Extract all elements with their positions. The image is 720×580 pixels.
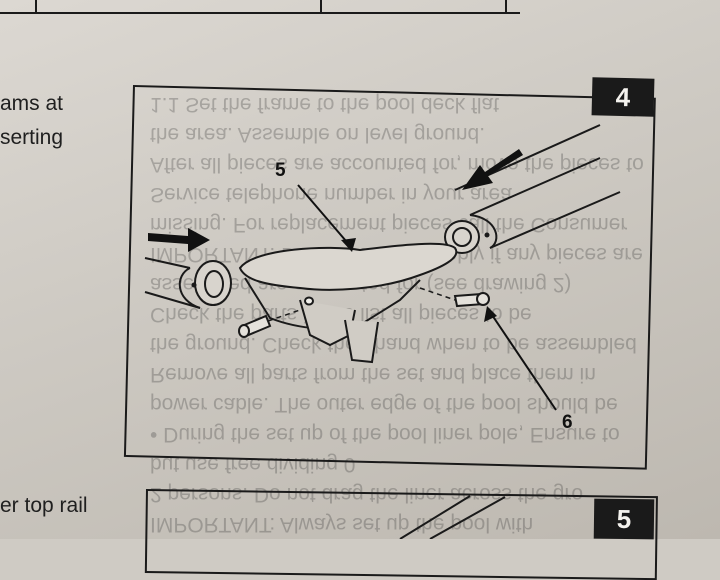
part-label-5: 5: [275, 160, 286, 181]
previous-figure-border: [0, 0, 520, 14]
side-text-line: ams at: [0, 92, 64, 115]
leader-arrowhead: [341, 238, 356, 252]
leader-arrowhead: [484, 306, 497, 322]
left-rail-drawing: [144, 257, 232, 309]
part-label-6: 6: [562, 412, 573, 433]
insertion-guides: [267, 287, 456, 322]
right-rail-drawing: [444, 124, 621, 254]
callout-leaders: [297, 184, 557, 411]
next-figure-lines: [399, 495, 506, 539]
locking-pins: [238, 292, 490, 338]
side-text-line: er top rail: [0, 494, 88, 517]
assembly-illustration: [144, 124, 621, 539]
direction-arrows: [148, 149, 523, 252]
side-text-line: serting: [0, 126, 64, 149]
seat-connector-drawing: [238, 242, 458, 364]
